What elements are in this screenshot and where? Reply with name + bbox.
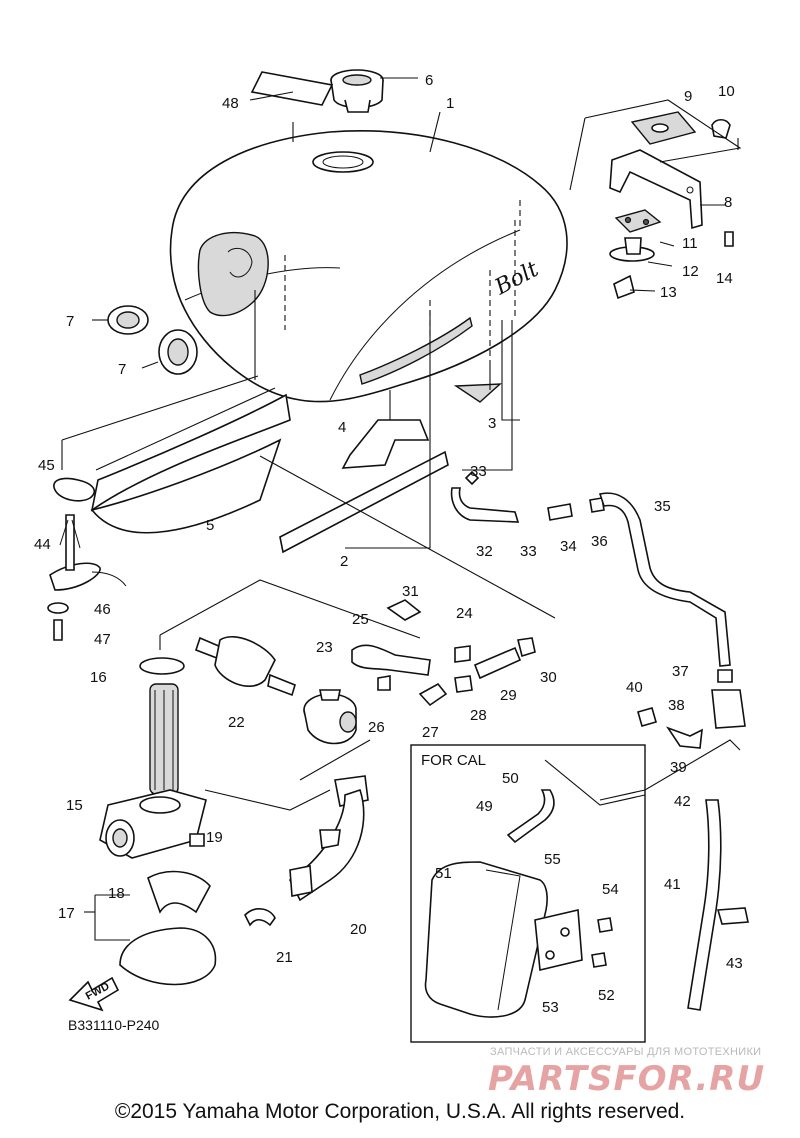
callout-26: 26 bbox=[368, 719, 385, 736]
callout-36: 36 bbox=[591, 533, 608, 550]
callout-17: 17 bbox=[58, 905, 75, 922]
callout-42: 42 bbox=[674, 793, 691, 810]
callout-2: 2 bbox=[340, 553, 348, 570]
callout-14: 14 bbox=[716, 270, 733, 287]
watermark-tagline: ЗАПЧАСТИ И АКСЕССУАРЫ ДЛЯ МОТОТЕХНИКИ bbox=[490, 1046, 761, 1058]
callout-4: 4 bbox=[338, 419, 346, 436]
callout-8: 8 bbox=[724, 194, 732, 211]
callout-32: 32 bbox=[476, 543, 493, 560]
callout-51: 51 bbox=[435, 865, 452, 882]
callout-38: 38 bbox=[668, 697, 685, 714]
vent-hose-group bbox=[450, 470, 749, 1011]
callout-33: 33 bbox=[520, 543, 537, 560]
forward-arrow-icon: FWD bbox=[68, 976, 120, 1012]
callout-29: 29 bbox=[500, 687, 517, 704]
callout-16: 16 bbox=[90, 669, 107, 686]
callout-18: 18 bbox=[108, 885, 125, 902]
callout-48: 48 bbox=[222, 95, 239, 112]
callout-1: 1 bbox=[446, 95, 454, 112]
callout-49: 49 bbox=[476, 798, 493, 815]
callout-53: 53 bbox=[542, 999, 559, 1016]
callout-30: 30 bbox=[540, 669, 557, 686]
tank-side-caps bbox=[107, 305, 198, 375]
callout-19: 19 bbox=[206, 829, 223, 846]
fuel-petcock bbox=[84, 657, 217, 986]
fuel-sender-group bbox=[47, 477, 127, 641]
for-cal-box bbox=[410, 744, 646, 1043]
callout-39: 39 bbox=[670, 759, 687, 776]
callout-55: 55 bbox=[544, 851, 561, 868]
callout-7: 7 bbox=[118, 361, 126, 378]
callout-54: 54 bbox=[602, 881, 619, 898]
callout-37: 37 bbox=[672, 663, 689, 680]
callout-45: 45 bbox=[38, 457, 55, 474]
callout-13: 13 bbox=[660, 284, 677, 301]
callout-52: 52 bbox=[598, 987, 615, 1004]
callout-40: 40 bbox=[626, 679, 643, 696]
callout-34: 34 bbox=[560, 538, 577, 555]
tank-decal bbox=[250, 71, 334, 106]
fuel-line-group bbox=[194, 599, 536, 927]
callout-5: 5 bbox=[206, 517, 214, 534]
callout-50: 50 bbox=[502, 770, 519, 787]
callout-10: 10 bbox=[718, 83, 735, 100]
callout-24: 24 bbox=[456, 605, 473, 622]
callout-31: 31 bbox=[402, 583, 419, 600]
reference-lines bbox=[61, 77, 742, 811]
trim-strip bbox=[279, 450, 449, 554]
callout-35: 35 bbox=[654, 498, 671, 515]
dampers bbox=[341, 383, 502, 469]
callout-28: 28 bbox=[470, 707, 487, 724]
mounting-bracket-group bbox=[609, 111, 734, 300]
side-cover bbox=[90, 393, 291, 534]
callout-23: 23 bbox=[316, 639, 333, 656]
callout-46: 46 bbox=[94, 601, 111, 618]
callout-33: 33 bbox=[470, 463, 487, 480]
diagram-code: B331110-P240 bbox=[68, 1017, 160, 1033]
callout-43: 43 bbox=[726, 955, 743, 972]
callout-47: 47 bbox=[94, 631, 111, 648]
copyright-notice: ©2015 Yamaha Motor Corporation, U.S.A. A… bbox=[114, 1100, 686, 1123]
watermark-logo: PARTSFOR.RU bbox=[488, 1059, 765, 1099]
callout-27: 27 bbox=[422, 724, 439, 741]
callout-22: 22 bbox=[228, 714, 245, 731]
for-cal-label: FOR CAL bbox=[421, 752, 486, 769]
callout-20: 20 bbox=[350, 921, 367, 938]
callout-3: 3 bbox=[488, 415, 496, 432]
callout-11: 11 bbox=[682, 235, 698, 252]
callout-7: 7 bbox=[66, 313, 74, 330]
callout-41: 41 bbox=[664, 876, 681, 893]
callout-6: 6 bbox=[425, 72, 433, 89]
callout-15: 15 bbox=[66, 797, 83, 814]
callout-9: 9 bbox=[684, 88, 692, 105]
callout-44: 44 bbox=[34, 536, 51, 553]
tank-cap bbox=[330, 69, 384, 113]
callout-21: 21 bbox=[276, 949, 293, 966]
callout-12: 12 bbox=[682, 263, 699, 280]
fuel-tank: Bolt bbox=[169, 130, 568, 403]
callout-25: 25 bbox=[352, 611, 369, 628]
